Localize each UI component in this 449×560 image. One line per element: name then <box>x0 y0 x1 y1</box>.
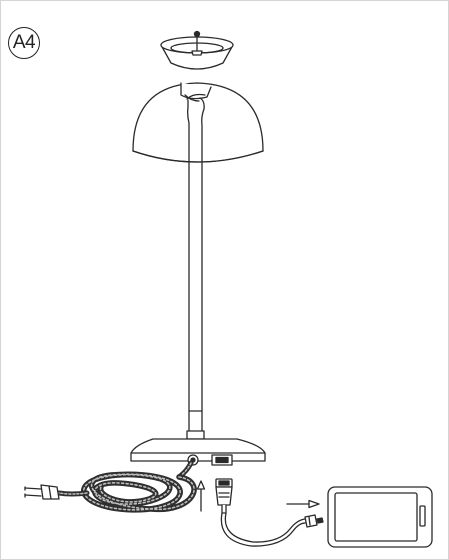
arrow-right-icon <box>286 499 320 509</box>
power-cord-icon <box>56 460 197 513</box>
power-plug-icon <box>24 484 60 500</box>
top-cap-icon <box>160 30 234 70</box>
smartphone-icon <box>327 486 433 548</box>
step-badge: A4 <box>8 27 40 59</box>
usb-cable-icon <box>215 478 324 547</box>
lamp-base <box>130 438 266 466</box>
arrow-up-icon <box>196 480 206 512</box>
lamp-pole <box>186 93 206 440</box>
step-label: A4 <box>12 32 36 53</box>
